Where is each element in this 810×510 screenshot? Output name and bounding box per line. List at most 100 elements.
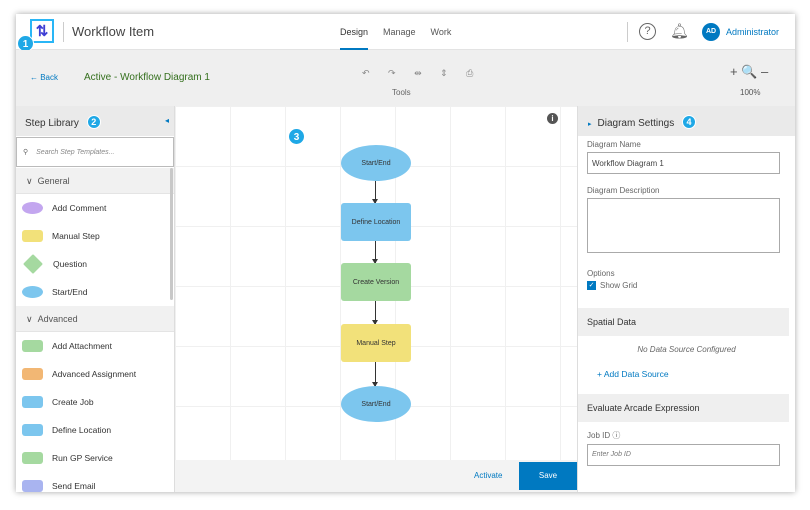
zoom-controls[interactable]: + 🔍 – [730,64,769,79]
diagram-node[interactable]: Define Location [341,203,411,241]
main-nav: Design Manage Work [340,14,451,50]
tab-design[interactable]: Design [340,14,369,50]
step-shape-icon [22,480,43,492]
zoom-level: 100% [740,88,761,97]
step-label: Add Comment [52,203,107,213]
step-shape-icon [22,230,43,242]
step-shape-icon [23,254,43,274]
list-item[interactable]: Manual Step [16,222,174,250]
info-icon[interactable]: i [547,113,558,124]
header: ⇅ Workflow Item Design Manage Work ? 🔔︎ … [16,14,795,50]
search-icon: ⚲ [23,149,29,156]
tool-icons[interactable]: ↶ ↷ ⇹ ⇕ ⎙ [362,68,482,78]
app-title: Workflow Item [72,24,155,39]
chevron-down-icon: ∨ [26,176,33,186]
step-shape-icon [22,452,43,464]
search-placeholder: Search Step Templates... [36,148,115,156]
step-label: Start/End [52,287,88,297]
diagram-node[interactable]: Start/End [341,145,411,181]
job-id-label: Job ID ⓘ [587,431,621,440]
connector-arrow[interactable] [372,181,378,204]
diagram-name-input[interactable]: Workflow Diagram 1 [587,152,780,174]
job-id-input[interactable]: Enter Job ID [587,444,780,466]
group-header-advanced[interactable]: ∨ Advanced [16,306,174,332]
step-label: Manual Step [52,231,100,241]
step-shape-icon [22,202,43,214]
list-item[interactable]: Create Job [16,388,174,416]
show-grid-label: Show Grid [600,281,638,290]
scrollbar[interactable] [170,168,173,300]
activate-button[interactable]: Activate [474,471,503,480]
step-shape-icon [22,424,43,436]
collapse-left-icon[interactable]: ◂ [165,116,170,125]
list-item[interactable]: Question [16,250,174,278]
diagram-node[interactable]: Start/End [341,386,411,422]
list-item[interactable]: Define Location [16,416,174,444]
step-label: Question [53,259,88,269]
options-label: Options [587,269,615,278]
step-shape-icon [22,396,43,408]
connector-arrow[interactable] [372,301,378,325]
panel-title: Diagram Settings [597,118,675,129]
avatar[interactable]: AD [702,23,720,41]
diagram-description-input[interactable] [587,198,780,253]
connector-arrow[interactable] [372,241,378,264]
chevron-down-icon: ∨ [26,314,33,324]
list-item[interactable]: Run GP Service [16,444,174,472]
connector-arrow[interactable] [372,362,378,387]
tab-work[interactable]: Work [430,27,452,37]
step-label: Add Attachment [52,341,113,351]
spatial-data-header: Spatial Data [578,308,789,336]
callout-badge-2: 2 [86,115,101,129]
toolbar: ← Back Active - Workflow Diagram 1 ↶ ↷ ⇹… [16,50,795,106]
panel-title: Step Library [25,118,79,129]
step-label: Advanced Assignment [52,369,137,379]
step-shape-icon [22,340,43,352]
arcade-header: Evaluate Arcade Expression [578,394,789,422]
save-button[interactable]: Save [519,462,577,490]
collapse-right-icon[interactable]: ▸ [588,121,592,128]
no-data-source-text: No Data Source Configured [637,345,736,354]
workflow-logo-icon[interactable]: ⇅ [30,19,54,43]
back-link[interactable]: ← Back [30,73,59,82]
list-item[interactable]: Advanced Assignment [16,360,174,388]
divider [63,22,64,42]
list-item[interactable]: Start/End [16,278,174,306]
show-grid-option: ✓ Show Grid [587,281,786,290]
step-label: Define Location [52,425,112,435]
step-label: Run GP Service [52,453,113,463]
step-library-panel: Step Library 2 ◂ ⚲ Search Step Templates.… [16,106,175,492]
diagram-description-label: Diagram Description [587,186,660,195]
user-name[interactable]: Administrator [726,27,780,37]
add-data-source-link[interactable]: + Add Data Source [597,369,669,379]
diagram-name-label: Diagram Name [587,140,641,149]
group-label: Advanced [37,314,78,324]
show-grid-checkbox[interactable]: ✓ [587,281,596,290]
app-window: ⇅ Workflow Item Design Manage Work ? 🔔︎ … [16,14,795,492]
step-shape-icon [22,368,43,380]
list-item[interactable]: Add Attachment [16,332,174,360]
callout-badge-4: 4 [682,115,696,129]
step-label: Create Job [52,397,94,407]
search-input[interactable]: ⚲ Search Step Templates... [16,137,174,167]
step-label: Send Email [52,481,96,491]
diagram-node[interactable]: Create Version [341,263,411,301]
tools-label: Tools [392,88,411,97]
panel-header: Step Library 2 ◂ [16,106,174,136]
tab-manage[interactable]: Manage [383,27,416,37]
panel-header: ▸ Diagram Settings 4 [578,106,795,136]
step-shape-icon [22,286,43,298]
list-item[interactable]: Add Comment [16,194,174,222]
bell-icon[interactable]: 🔔︎ [670,23,690,40]
canvas-footer: Activate Save [175,460,577,492]
divider [627,22,628,42]
diagram-title: Active - Workflow Diagram 1 [84,72,210,83]
diagram-node[interactable]: Manual Step [341,324,411,362]
group-header-general[interactable]: ∨ General [16,168,174,194]
help-icon[interactable]: ? [639,23,656,40]
group-label: General [37,176,70,186]
callout-badge-3: 3 [288,128,305,145]
list-item[interactable]: Send Email [16,472,174,492]
diagram-settings-panel: ▸ Diagram Settings 4 Diagram Name Workflo… [577,106,795,492]
